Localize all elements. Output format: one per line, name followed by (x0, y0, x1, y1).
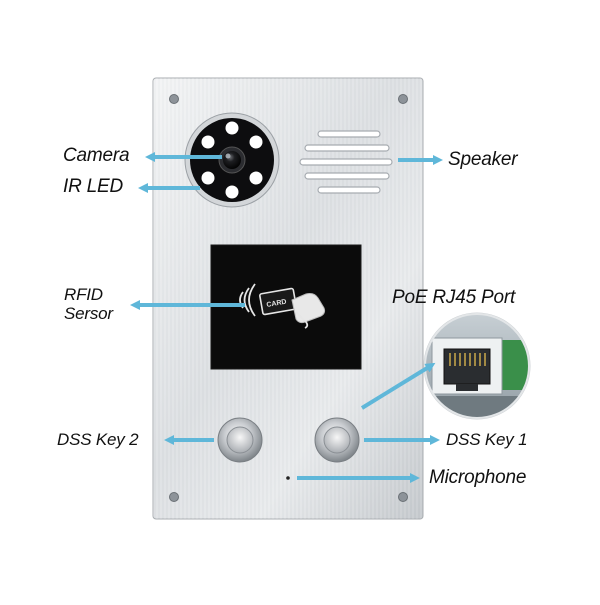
rj45-jack-icon (423, 312, 531, 420)
callout-arrows (130, 152, 443, 483)
rfid-reader-screen: CARD (210, 244, 362, 370)
dss-key-1-label: DSS Key 1 (446, 430, 528, 449)
speaker-label: Speaker (448, 149, 518, 170)
microphone-label: Microphone (429, 467, 527, 488)
screw-icon (169, 94, 408, 502)
contactless-card-icon: CARD (239, 283, 326, 329)
camera-label: Camera (63, 145, 130, 166)
rfid-label-line1: RFID (64, 285, 103, 304)
rfid-label-line2: Sersor (64, 304, 113, 323)
poe-arrow (360, 362, 436, 410)
dss-key-1-button[interactable] (314, 417, 360, 463)
speaker-grille (299, 130, 393, 194)
camera-module (184, 112, 280, 208)
ir-led-icon (201, 121, 263, 199)
dss-key-2-button[interactable] (217, 417, 263, 463)
camera-lens-icon (218, 146, 246, 174)
card-text: CARD (266, 299, 287, 309)
poe-port-label: PoE RJ45 Port (392, 287, 516, 308)
microphone-hole (286, 476, 290, 480)
ir-led-label: IR LED (63, 176, 124, 197)
dss-key-2-label: DSS Key 2 (57, 430, 139, 449)
